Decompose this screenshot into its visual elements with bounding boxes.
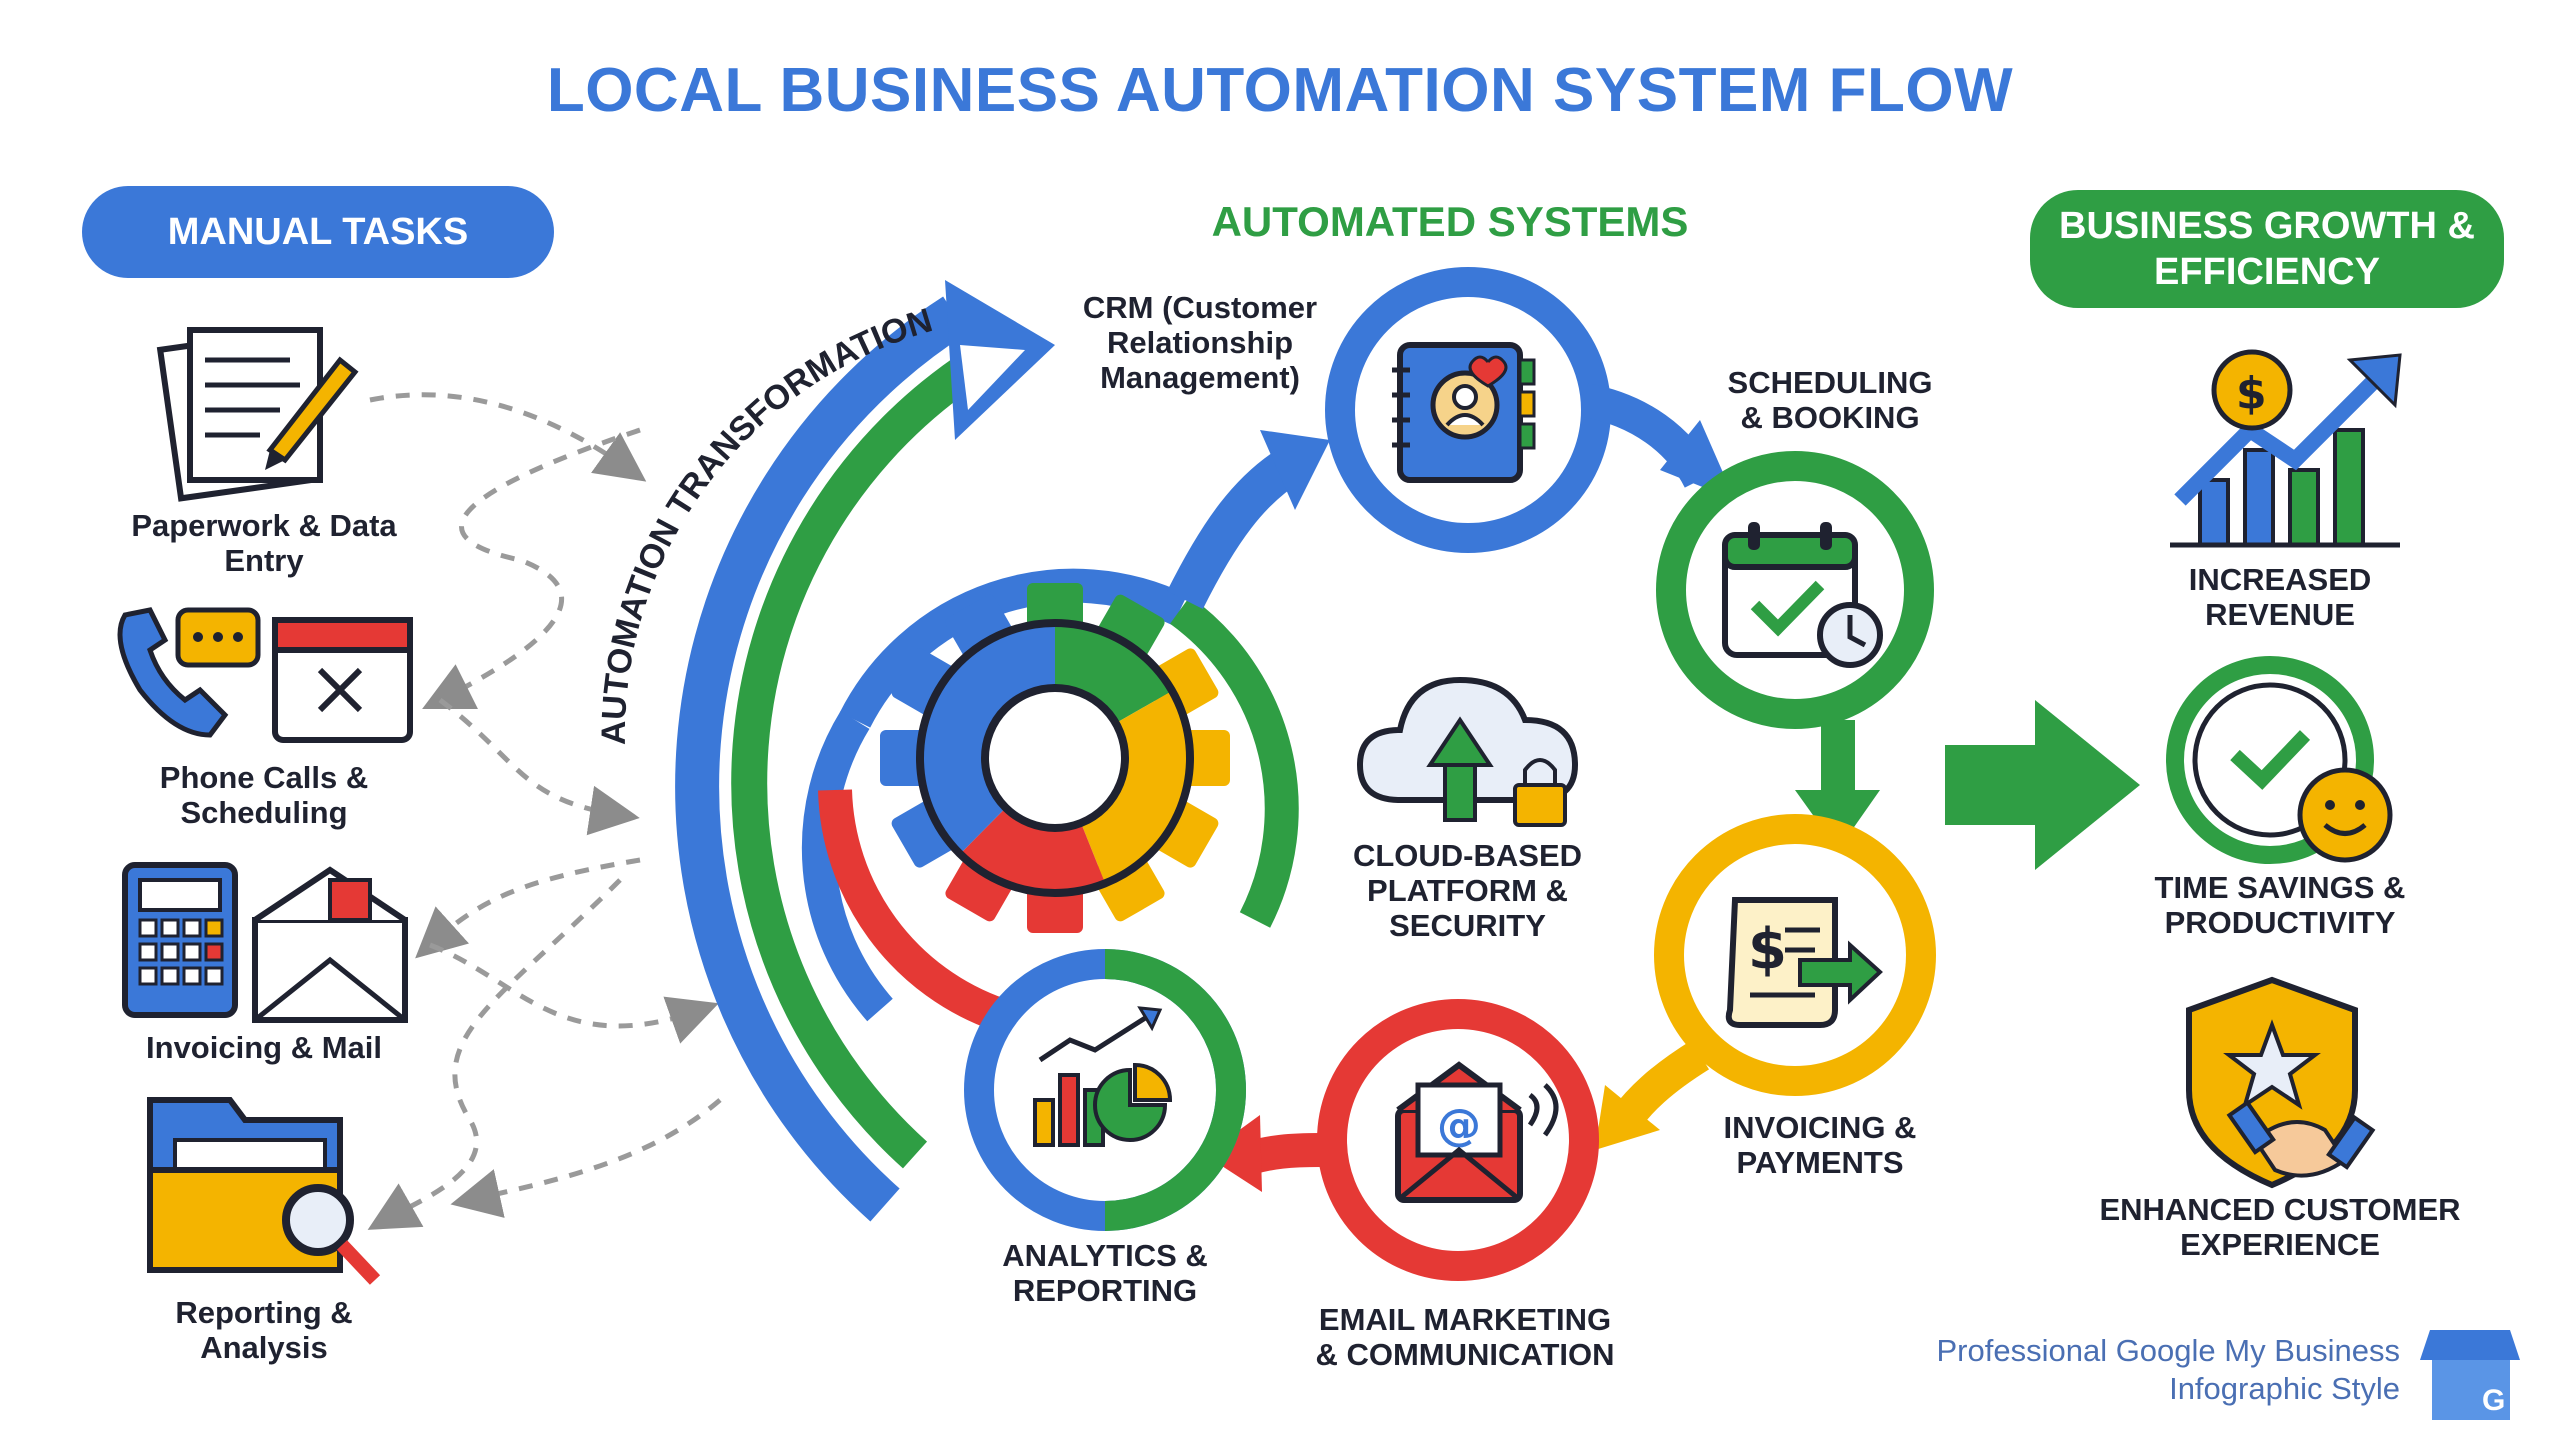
node-analytics bbox=[964, 949, 1246, 1231]
invoicing-to-email-arrow bbox=[1611, 1040, 1710, 1131]
credit-text: Professional Google My Business Infograp… bbox=[1936, 1333, 2400, 1406]
folder-search-icon bbox=[147, 1097, 381, 1285]
clock-check-icon bbox=[2166, 656, 2393, 864]
growth-item-label: ENHANCED CUSTOMER EXPERIENCE bbox=[2099, 1192, 2461, 1262]
email-icon: @ bbox=[1395, 1061, 1559, 1203]
node-scheduling bbox=[1656, 451, 1934, 729]
calendar-clock-icon bbox=[1722, 522, 1883, 668]
growth-item-label: INCREASED REVENUE bbox=[2188, 562, 2372, 632]
node-crm bbox=[1325, 267, 1611, 553]
invoice-scroll-icon: $ bbox=[1725, 897, 1883, 1028]
node-invoicing: $ bbox=[1654, 814, 1936, 1096]
svg-text:@: @ bbox=[1437, 1100, 1481, 1151]
node-label-scheduling: SCHEDULING & BOOKING bbox=[1727, 365, 1933, 435]
growth-item-label: TIME SAVINGS & PRODUCTIVITY bbox=[2154, 870, 2406, 940]
phone-calendar-icon bbox=[117, 607, 413, 743]
transformation-arrow bbox=[675, 280, 1055, 1222]
calculator-mail-icon bbox=[122, 862, 408, 1023]
ring-to-crm-arrow bbox=[1167, 430, 1330, 609]
manual-item-label: Invoicing & Mail bbox=[146, 1030, 382, 1065]
paperwork-icon bbox=[156, 327, 359, 502]
growth-arrow bbox=[1945, 700, 2140, 870]
revenue-chart-icon: $ bbox=[2170, 349, 2402, 548]
svg-text:$: $ bbox=[2236, 368, 2267, 419]
analytics-chart-icon bbox=[1033, 1006, 1173, 1147]
gear-icon bbox=[880, 583, 1230, 933]
cloud-lock-icon bbox=[1356, 676, 1579, 827]
svg-text:G: G bbox=[2482, 1384, 2505, 1417]
node-label-email: EMAIL MARKETING & COMMUNICATION bbox=[1315, 1302, 1615, 1372]
manual-item-label: Phone Calls & Scheduling bbox=[159, 760, 369, 830]
manual-item-label: Reporting & Analysis bbox=[175, 1295, 353, 1365]
crm-contact-book-icon bbox=[1392, 342, 1536, 483]
center-label: CLOUD-BASED PLATFORM & SECURITY bbox=[1352, 838, 1583, 943]
node-label-crm: CRM (Customer Relationship Management) bbox=[1082, 290, 1318, 395]
manual-item-label: Paperwork & Data Entry bbox=[131, 508, 397, 578]
page-title: LOCAL BUSINESS AUTOMATION SYSTEM FLOW bbox=[546, 56, 2014, 125]
node-email: @ bbox=[1317, 999, 1599, 1281]
business-growth-header: BUSINESS GROWTH & EFFICIENCY bbox=[2030, 190, 2504, 308]
manual-tasks-header: MANUAL TASKS bbox=[82, 186, 554, 278]
dashed-connectors bbox=[367, 392, 722, 1230]
node-label-analytics: ANALYTICS & REPORTING bbox=[1002, 1238, 1208, 1308]
node-label-invoicing: INVOICING & PAYMENTS bbox=[1723, 1110, 1917, 1180]
svg-text:$: $ bbox=[1748, 917, 1787, 982]
shield-handshake-icon bbox=[2186, 976, 2376, 1189]
google-my-business-logo: G bbox=[2420, 1330, 2520, 1420]
automated-systems-header: AUTOMATED SYSTEMS bbox=[1211, 198, 1689, 245]
